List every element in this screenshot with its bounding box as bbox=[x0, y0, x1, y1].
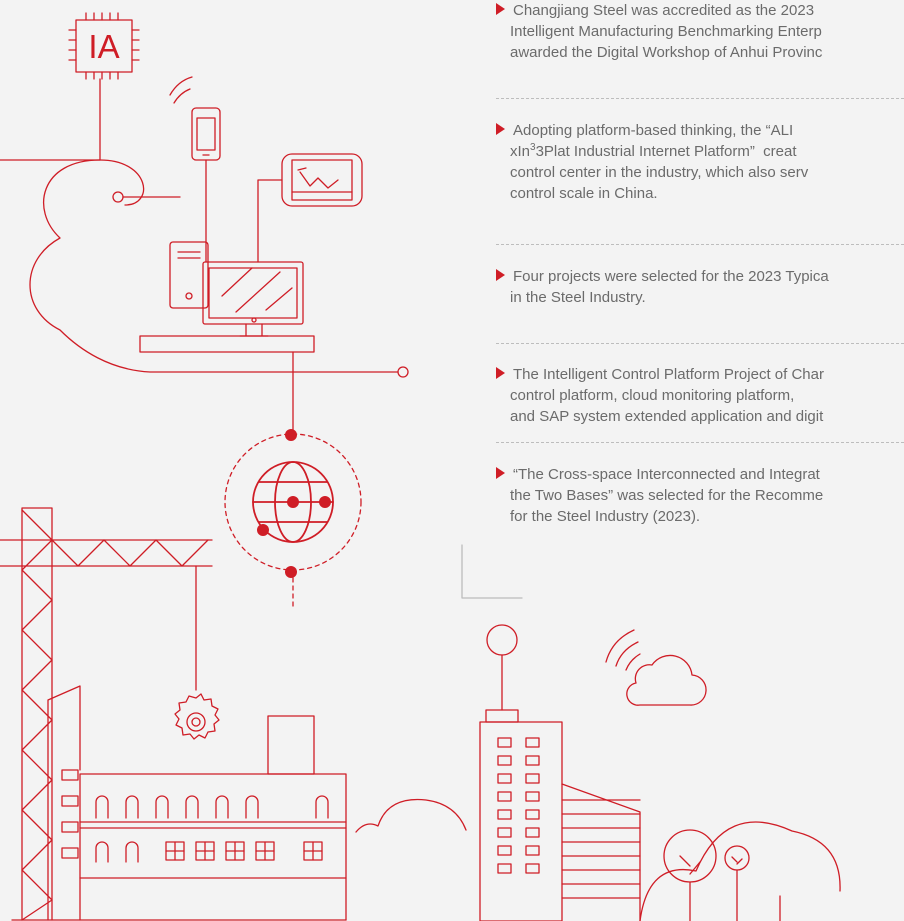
bullet-triangle-icon bbox=[496, 467, 505, 479]
list-item: The Intelligent Control Platform Project… bbox=[496, 364, 904, 427]
crane-icon bbox=[0, 507, 213, 921]
factory-icon bbox=[11, 685, 347, 921]
list-item-line: xIn33Plat Industrial Internet Platform” … bbox=[510, 142, 797, 161]
ia-chip-icon bbox=[68, 12, 140, 80]
divider bbox=[496, 442, 904, 443]
phone-icon bbox=[169, 76, 221, 161]
chart-tablet-icon bbox=[281, 153, 363, 207]
list-item: “The Cross-space Interconnected and Inte… bbox=[496, 464, 904, 527]
bullet-triangle-icon bbox=[496, 3, 505, 15]
tree-icon bbox=[639, 821, 841, 921]
divider bbox=[496, 98, 904, 99]
bullet-triangle-icon bbox=[496, 123, 505, 135]
computer-icon bbox=[139, 241, 315, 353]
office-building-icon bbox=[479, 624, 641, 921]
globe-nodes bbox=[257, 429, 331, 578]
divider bbox=[496, 244, 904, 245]
list-item: Changjiang Steel was accredited as the 2… bbox=[496, 0, 904, 63]
bullet-triangle-icon bbox=[496, 269, 505, 281]
cloud-icon bbox=[605, 629, 707, 706]
list-item: Four projects were selected for the 2023… bbox=[496, 266, 904, 308]
divider bbox=[496, 343, 904, 344]
chip-label: IA bbox=[88, 28, 119, 65]
bullet-triangle-icon bbox=[496, 367, 505, 379]
gear-icon bbox=[174, 693, 220, 740]
list-item: Adopting platform-based thinking, the “A… bbox=[496, 120, 904, 204]
